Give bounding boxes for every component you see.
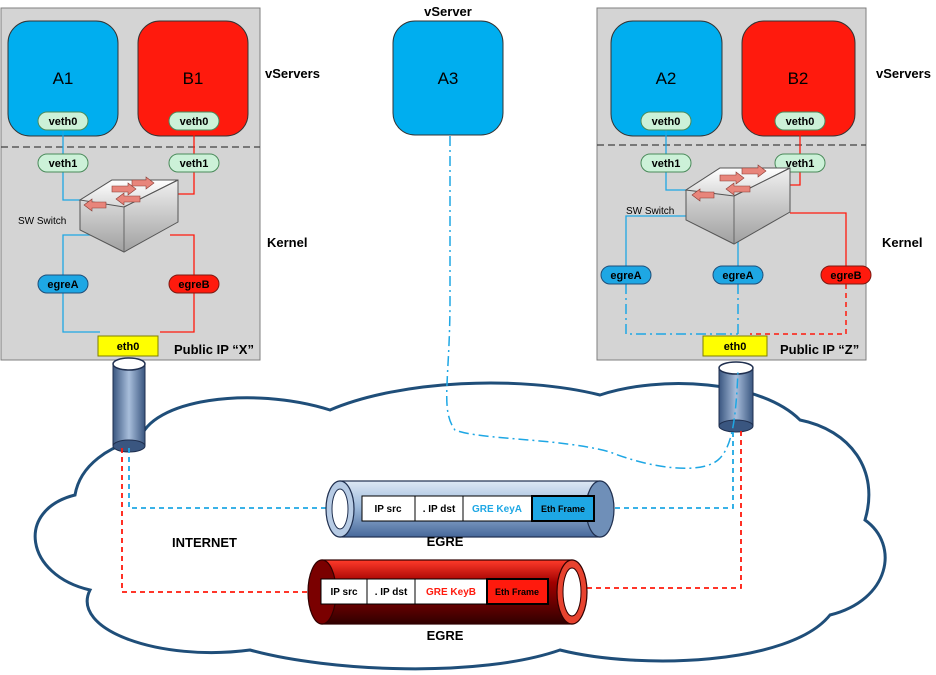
- link-a1-to-switch: [62, 129, 82, 201]
- veth1-b2-label: veth1: [786, 158, 815, 170]
- vserver-b1-label: B1: [183, 69, 204, 88]
- link-switch-to-egrea-z-left: [625, 215, 690, 266]
- eth0-x-label: eth0: [117, 341, 140, 353]
- veth1-a2-label: veth1: [652, 158, 681, 170]
- egreb-z: [820, 265, 872, 285]
- vserver-a3: [392, 20, 504, 136]
- egreb-z-tunnel-path: [750, 284, 847, 335]
- host-x-vservers-label: vServers: [265, 66, 320, 81]
- egrea-x: [37, 274, 89, 294]
- host-x-kernel-label: Kernel: [267, 235, 307, 250]
- link-b2-to-switch: [786, 129, 801, 186]
- tunnel-b-ethframe-cell: [486, 578, 549, 605]
- veth0-a2: [640, 111, 692, 131]
- tunnel-b-ipsrc: IP src: [330, 587, 357, 598]
- tunnel-a-ipdst: . IP dst: [423, 504, 456, 515]
- veth1-b1: [168, 153, 220, 173]
- tunnel-a-grekey: GRE KeyA: [472, 504, 522, 515]
- tunnel-b-ethframe: Eth Frame: [495, 587, 539, 597]
- eth0-z-label: eth0: [724, 341, 747, 353]
- veth0-b1-label: veth0: [180, 116, 209, 128]
- veth1-a1-label: veth1: [49, 158, 78, 170]
- tunnel-b-feed-right: [587, 430, 742, 589]
- middle-vserver-title: vServer: [424, 4, 472, 19]
- sw-switch-z-icon: [684, 164, 791, 245]
- link-switch-to-egreb-z: [790, 212, 847, 266]
- sw-switch-x-label: SW Switch: [18, 216, 66, 227]
- sw-switch-x-icon: [78, 176, 179, 253]
- eth0-x: [97, 335, 159, 357]
- tunnel-a-ethframe-cell: [531, 495, 595, 522]
- vserver-b2: [741, 20, 856, 137]
- link-b1-to-switch: [178, 129, 195, 195]
- tunnel-a-ipdst-cell: [414, 495, 464, 522]
- egreb-x-label: egreB: [178, 279, 209, 291]
- egrea-z-right: [712, 265, 764, 285]
- tunnel-b-egre-label: EGRE: [427, 628, 464, 643]
- veth0-b1: [168, 111, 220, 131]
- egrea-z-left-label: egreA: [610, 270, 641, 282]
- sw-switch-z-label: SW Switch: [626, 206, 674, 217]
- link-a2-to-switch: [665, 129, 688, 191]
- egrea-z-right-label: egreA: [722, 270, 753, 282]
- tunnel-a-ethframe: Eth Frame: [541, 504, 585, 514]
- host-x-uplink-tube: [112, 357, 146, 453]
- veth0-a1-label: veth0: [49, 116, 78, 128]
- a3-tunnel-path: [445, 136, 739, 470]
- veth0-b2-label: veth0: [786, 116, 815, 128]
- veth1-a2: [640, 153, 692, 173]
- internet-label: INTERNET: [172, 535, 237, 550]
- tunnel-b-grekey: GRE KeyB: [426, 587, 476, 598]
- egreb-z-label: egreB: [830, 270, 861, 282]
- egrea-z-left-tunnel-path: [625, 284, 738, 335]
- host-x-public-ip: Public IP “X”: [174, 342, 254, 357]
- tunnel-a-grekey-cell: [462, 495, 533, 522]
- host-z-vservers-label: vServers: [876, 66, 931, 81]
- tunnel-a-egre-label: EGRE: [427, 534, 464, 549]
- vserver-a1-label: A1: [53, 69, 74, 88]
- egrea-x-label: egreA: [47, 279, 78, 291]
- eth0-z: [702, 335, 768, 357]
- vserver-a2-label: A2: [656, 69, 677, 88]
- vserver-b2-label: B2: [788, 69, 809, 88]
- egrea-z-left: [600, 265, 652, 285]
- vserver-a3-label: A3: [438, 69, 459, 88]
- tunnel-a-ipsrc: IP src: [374, 504, 401, 515]
- veth1-b1-label: veth1: [180, 158, 209, 170]
- host-z-public-ip: Public IP “Z”: [780, 342, 859, 357]
- tunnel-a-feed-right: [606, 430, 734, 509]
- tunnel-b-ipsrc-cell: [320, 578, 368, 605]
- veth0-b2: [774, 111, 826, 131]
- tunnel-a-feed-left: [128, 448, 334, 509]
- veth0-a1: [37, 111, 89, 131]
- tunnel-b-ipdst-cell: [366, 578, 416, 605]
- veth0-a2-label: veth0: [652, 116, 681, 128]
- vserver-b1: [137, 20, 249, 137]
- tunnel-b-grekey-cell: [414, 578, 488, 605]
- veth1-a1: [37, 153, 89, 173]
- tunnel-b-ipdst: . IP dst: [375, 587, 408, 598]
- host-z-uplink-tube: [718, 361, 754, 433]
- host-z-kernel-label: Kernel: [882, 235, 922, 250]
- egreb-x: [168, 274, 220, 294]
- tunnel-b-feed-left: [121, 448, 318, 593]
